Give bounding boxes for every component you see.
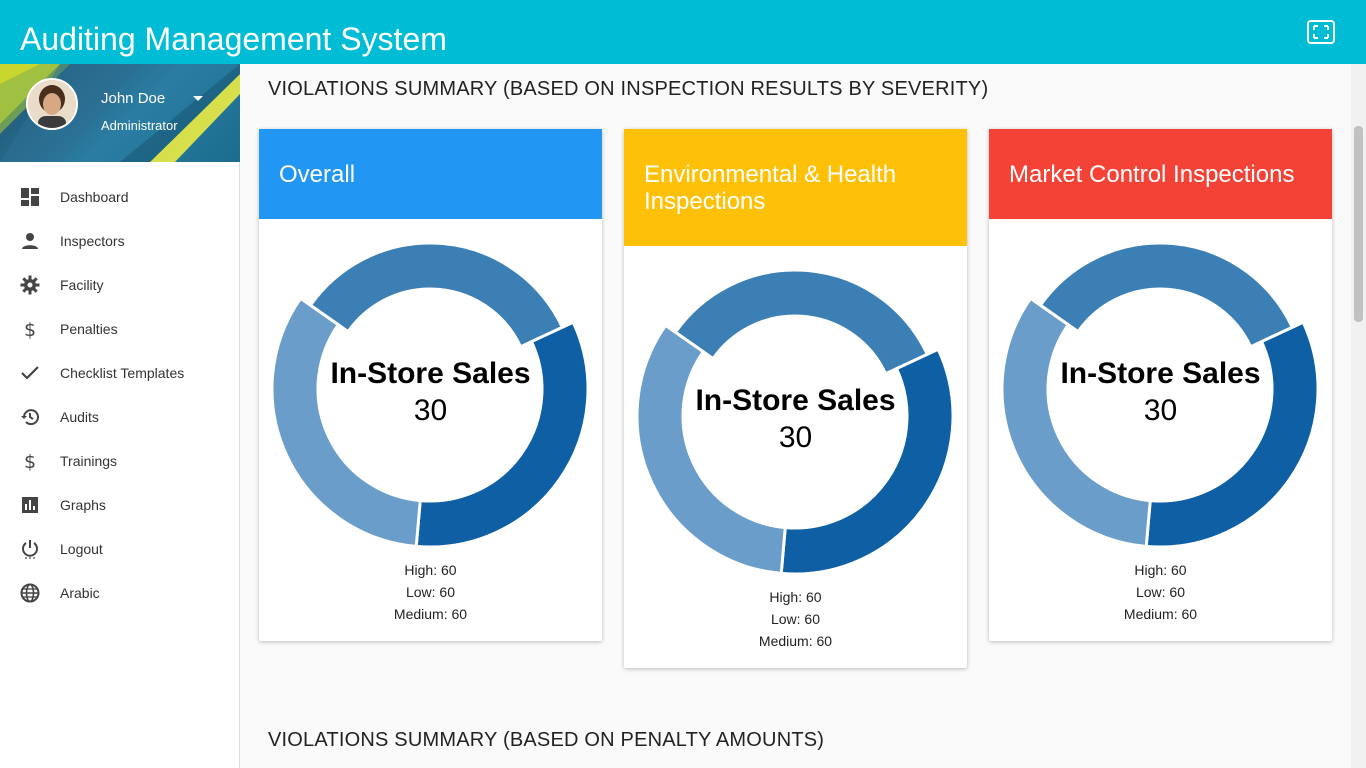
sidebar-item-label: Audits xyxy=(60,409,99,425)
chart-legend: High: 60 Low: 60 Medium: 60 xyxy=(259,559,602,641)
legend-high: High: 60 xyxy=(769,589,822,605)
donut-slice-low[interactable] xyxy=(414,320,590,549)
donut-chart: In-Store Sales 30 xyxy=(989,219,1332,559)
globe-icon xyxy=(20,583,40,603)
legend-high: High: 60 xyxy=(1134,562,1187,578)
bar-chart-icon xyxy=(22,497,38,513)
donut-slice-medium[interactable] xyxy=(635,323,787,576)
card-header: Overall xyxy=(259,129,602,219)
chart-legend: High: 60 Low: 60 Medium: 60 xyxy=(989,559,1332,641)
card-title: Market Control Inspections xyxy=(1009,161,1295,188)
legend-medium: Medium: 60 xyxy=(1123,606,1198,622)
top-app-bar: Auditing Management System xyxy=(0,0,1366,64)
sidebar-item-label: Trainings xyxy=(60,453,118,469)
sidebar-item-label: Facility xyxy=(60,277,104,293)
scrollbar-thumb[interactable] xyxy=(1354,126,1363,322)
card-environmental-health: Environmental & Health Inspections In-St… xyxy=(624,129,967,668)
gear-icon xyxy=(20,275,40,295)
chart-center-label: In-Store Sales xyxy=(1060,357,1261,390)
card-title: Overall xyxy=(279,161,356,188)
dollar-icon: $ xyxy=(24,319,36,339)
donut-slice-medium[interactable] xyxy=(1000,296,1152,549)
card-market-control: Market Control Inspections In-Store Sale… xyxy=(989,129,1332,641)
svg-text:$: $ xyxy=(24,451,36,471)
sidebar-item-label: Graphs xyxy=(60,497,106,513)
app-title: Auditing Management System xyxy=(20,21,447,57)
dashboard-icon xyxy=(21,188,39,206)
donut-chart-svg xyxy=(1000,241,1320,549)
history-icon xyxy=(21,409,39,426)
user-role: Administrator xyxy=(101,118,178,133)
card-header: Environmental & Health Inspections xyxy=(624,129,967,246)
scrollbar[interactable] xyxy=(1351,64,1366,768)
chart-center-value: 30 xyxy=(1143,394,1178,427)
sidebar-item-checklist-templates[interactable]: Checklist Templates xyxy=(0,351,240,395)
sidebar-item-penalties[interactable]: $ Penalties xyxy=(0,307,240,351)
legend-low: Low: 60 xyxy=(770,611,821,627)
legend-high: High: 60 xyxy=(404,562,457,578)
sidebar-item-label: Checklist Templates xyxy=(60,365,185,381)
donut-chart-svg xyxy=(270,241,590,549)
donut-slice-medium[interactable] xyxy=(270,296,422,549)
sidebar-nav: Dashboard Inspectors Facility $ Penaltie… xyxy=(0,175,240,615)
svg-text:$: $ xyxy=(24,319,36,339)
sidebar-item-inspectors[interactable]: Inspectors xyxy=(0,219,240,263)
sidebar-item-label: Penalties xyxy=(60,321,118,337)
user-name: John Doe xyxy=(101,90,166,107)
main-content: VIOLATIONS SUMMARY (BASED ON INSPECTION … xyxy=(241,64,1351,768)
sidebar-item-logout[interactable]: Logout xyxy=(0,527,240,571)
sidebar-item-label: Arabic xyxy=(60,585,100,601)
donut-slice-high[interactable] xyxy=(1038,241,1295,349)
profile-header: John Doe Administrator xyxy=(0,64,240,162)
sidebar: John Doe Administrator Dashboard Inspect… xyxy=(0,64,240,768)
legend-low: Low: 60 xyxy=(405,584,456,600)
check-icon xyxy=(21,366,39,380)
sidebar-item-audits[interactable]: Audits xyxy=(0,395,240,439)
chart-center-value: 30 xyxy=(778,421,813,454)
sidebar-item-trainings[interactable]: $ Trainings xyxy=(0,439,240,483)
fullscreen-icon[interactable] xyxy=(1304,16,1338,48)
donut-slice-low[interactable] xyxy=(779,347,955,576)
sidebar-item-label: Logout xyxy=(60,541,103,557)
chart-center-label: In-Store Sales xyxy=(695,384,896,417)
donut-chart-svg xyxy=(635,268,955,576)
power-icon xyxy=(22,540,38,559)
sidebar-item-graphs[interactable]: Graphs xyxy=(0,483,240,527)
sidebar-item-dashboard[interactable]: Dashboard xyxy=(0,175,240,219)
legend-medium: Medium: 60 xyxy=(758,633,833,649)
card-title: Environmental & Health Inspections xyxy=(644,161,897,215)
chart-center-label: In-Store Sales xyxy=(330,357,531,390)
severity-section-title: VIOLATIONS SUMMARY (BASED ON INSPECTION … xyxy=(268,78,989,100)
donut-slice-high[interactable] xyxy=(673,268,930,376)
legend-low: Low: 60 xyxy=(1135,584,1186,600)
donut-chart: In-Store Sales 30 xyxy=(259,219,602,559)
avatar[interactable] xyxy=(26,78,78,130)
donut-slice-low[interactable] xyxy=(1144,320,1320,549)
donut-slice-high[interactable] xyxy=(308,241,565,349)
dollar-icon: $ xyxy=(24,451,36,471)
penalty-section-title: VIOLATIONS SUMMARY (BASED ON PENALTY AMO… xyxy=(268,729,825,751)
sidebar-item-arabic[interactable]: Arabic xyxy=(0,571,240,615)
sidebar-item-label: Inspectors xyxy=(60,233,125,249)
sidebar-item-label: Dashboard xyxy=(60,189,129,205)
chart-legend: High: 60 Low: 60 Medium: 60 xyxy=(624,586,967,668)
card-header: Market Control Inspections xyxy=(989,129,1332,219)
sidebar-item-facility[interactable]: Facility xyxy=(0,263,240,307)
legend-medium: Medium: 60 xyxy=(393,606,468,622)
person-icon xyxy=(22,233,38,249)
card-overall: Overall In-Store Sales 30 High: 60 Low: … xyxy=(259,129,602,641)
donut-chart: In-Store Sales 30 xyxy=(624,246,967,586)
user-menu-caret-icon[interactable] xyxy=(193,96,203,101)
chart-center-value: 30 xyxy=(413,394,448,427)
